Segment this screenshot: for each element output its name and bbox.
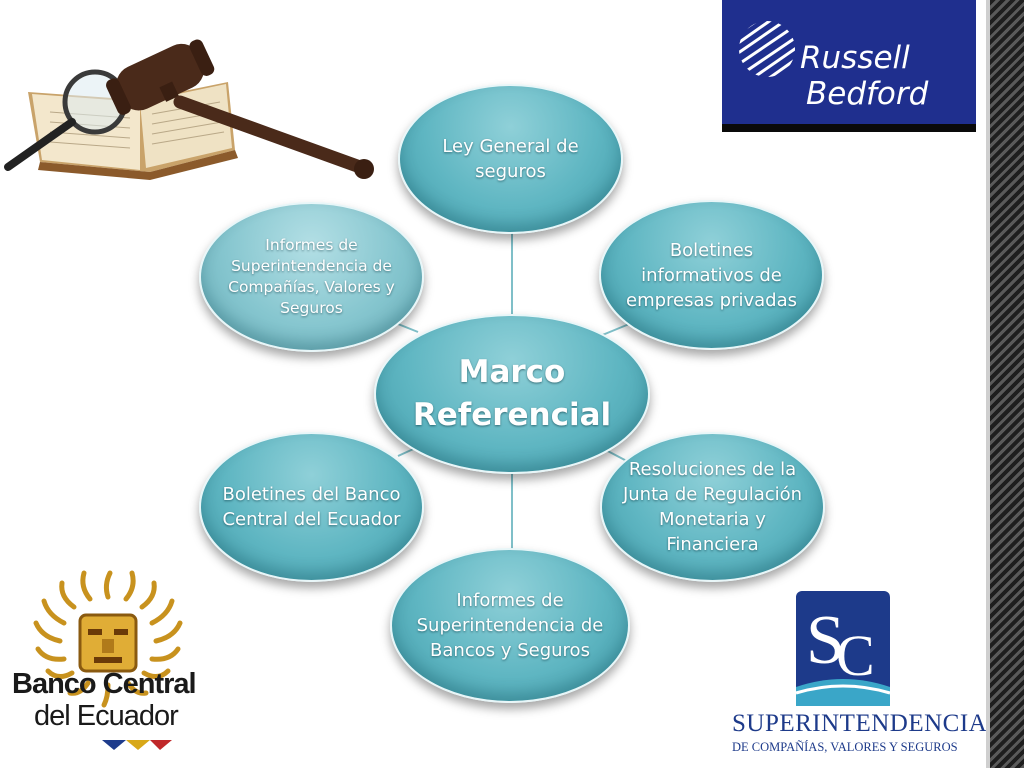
node-label: Informes de Superintendencia de Compañía… [228, 236, 395, 317]
node-informes-superintendencia-companias: Informes de Superintendencia de Compañía… [199, 202, 424, 352]
node-label: Boletines del Banco Central del Ecuador [222, 484, 401, 530]
russell-bedford-wordmark: Russell Bedford [800, 40, 928, 112]
svg-text:S: S [806, 602, 845, 679]
banco-central-name-line1: Banco Central [12, 668, 197, 700]
banco-central-sun-icon [33, 570, 183, 708]
gavel-book-illustration [4, 39, 374, 180]
decorative-side-strip [986, 0, 1024, 768]
russell-bedford-logo: Russell Bedford [722, 0, 976, 132]
russell-bedford-line2: Bedford [806, 76, 929, 112]
node-marco-referencial-center: Marco Referencial [374, 314, 650, 474]
globe-stripes-icon [739, 21, 795, 77]
node-resoluciones-junta: Resoluciones de la Junta de Regulación M… [600, 432, 825, 582]
node-label: Ley General de seguros [442, 136, 579, 182]
node-ley-general-seguros: Ley General de seguros [398, 84, 623, 234]
node-boletines-privadas: Boletines informativos de empresas priva… [599, 200, 824, 350]
superintendencia-sc-emblem: S C [796, 591, 890, 706]
ecuador-flag-triangles-icon [102, 740, 172, 750]
node-informes-superintendencia-bancos: Informes de Superintendencia de Bancos y… [390, 548, 630, 703]
node-label: Informes de Superintendencia de Bancos y… [416, 590, 604, 661]
superintendencia-name-line2: DE COMPAÑÍAS, VALORES Y SEGUROS [732, 740, 958, 754]
center-label: Marco Referencial [412, 354, 612, 433]
node-boletines-banco-central: Boletines del Banco Central del Ecuador [199, 432, 424, 582]
svg-text:C: C [836, 623, 875, 688]
banco-central-name-line2: del Ecuador [34, 700, 179, 732]
russell-bedford-line1: Russell [800, 40, 910, 76]
node-label: Boletines informativos de empresas priva… [626, 239, 797, 311]
superintendencia-name-line1: SUPERINTENDENCIA [732, 710, 988, 737]
node-label: Resoluciones de la Junta de Regulación M… [622, 459, 803, 555]
